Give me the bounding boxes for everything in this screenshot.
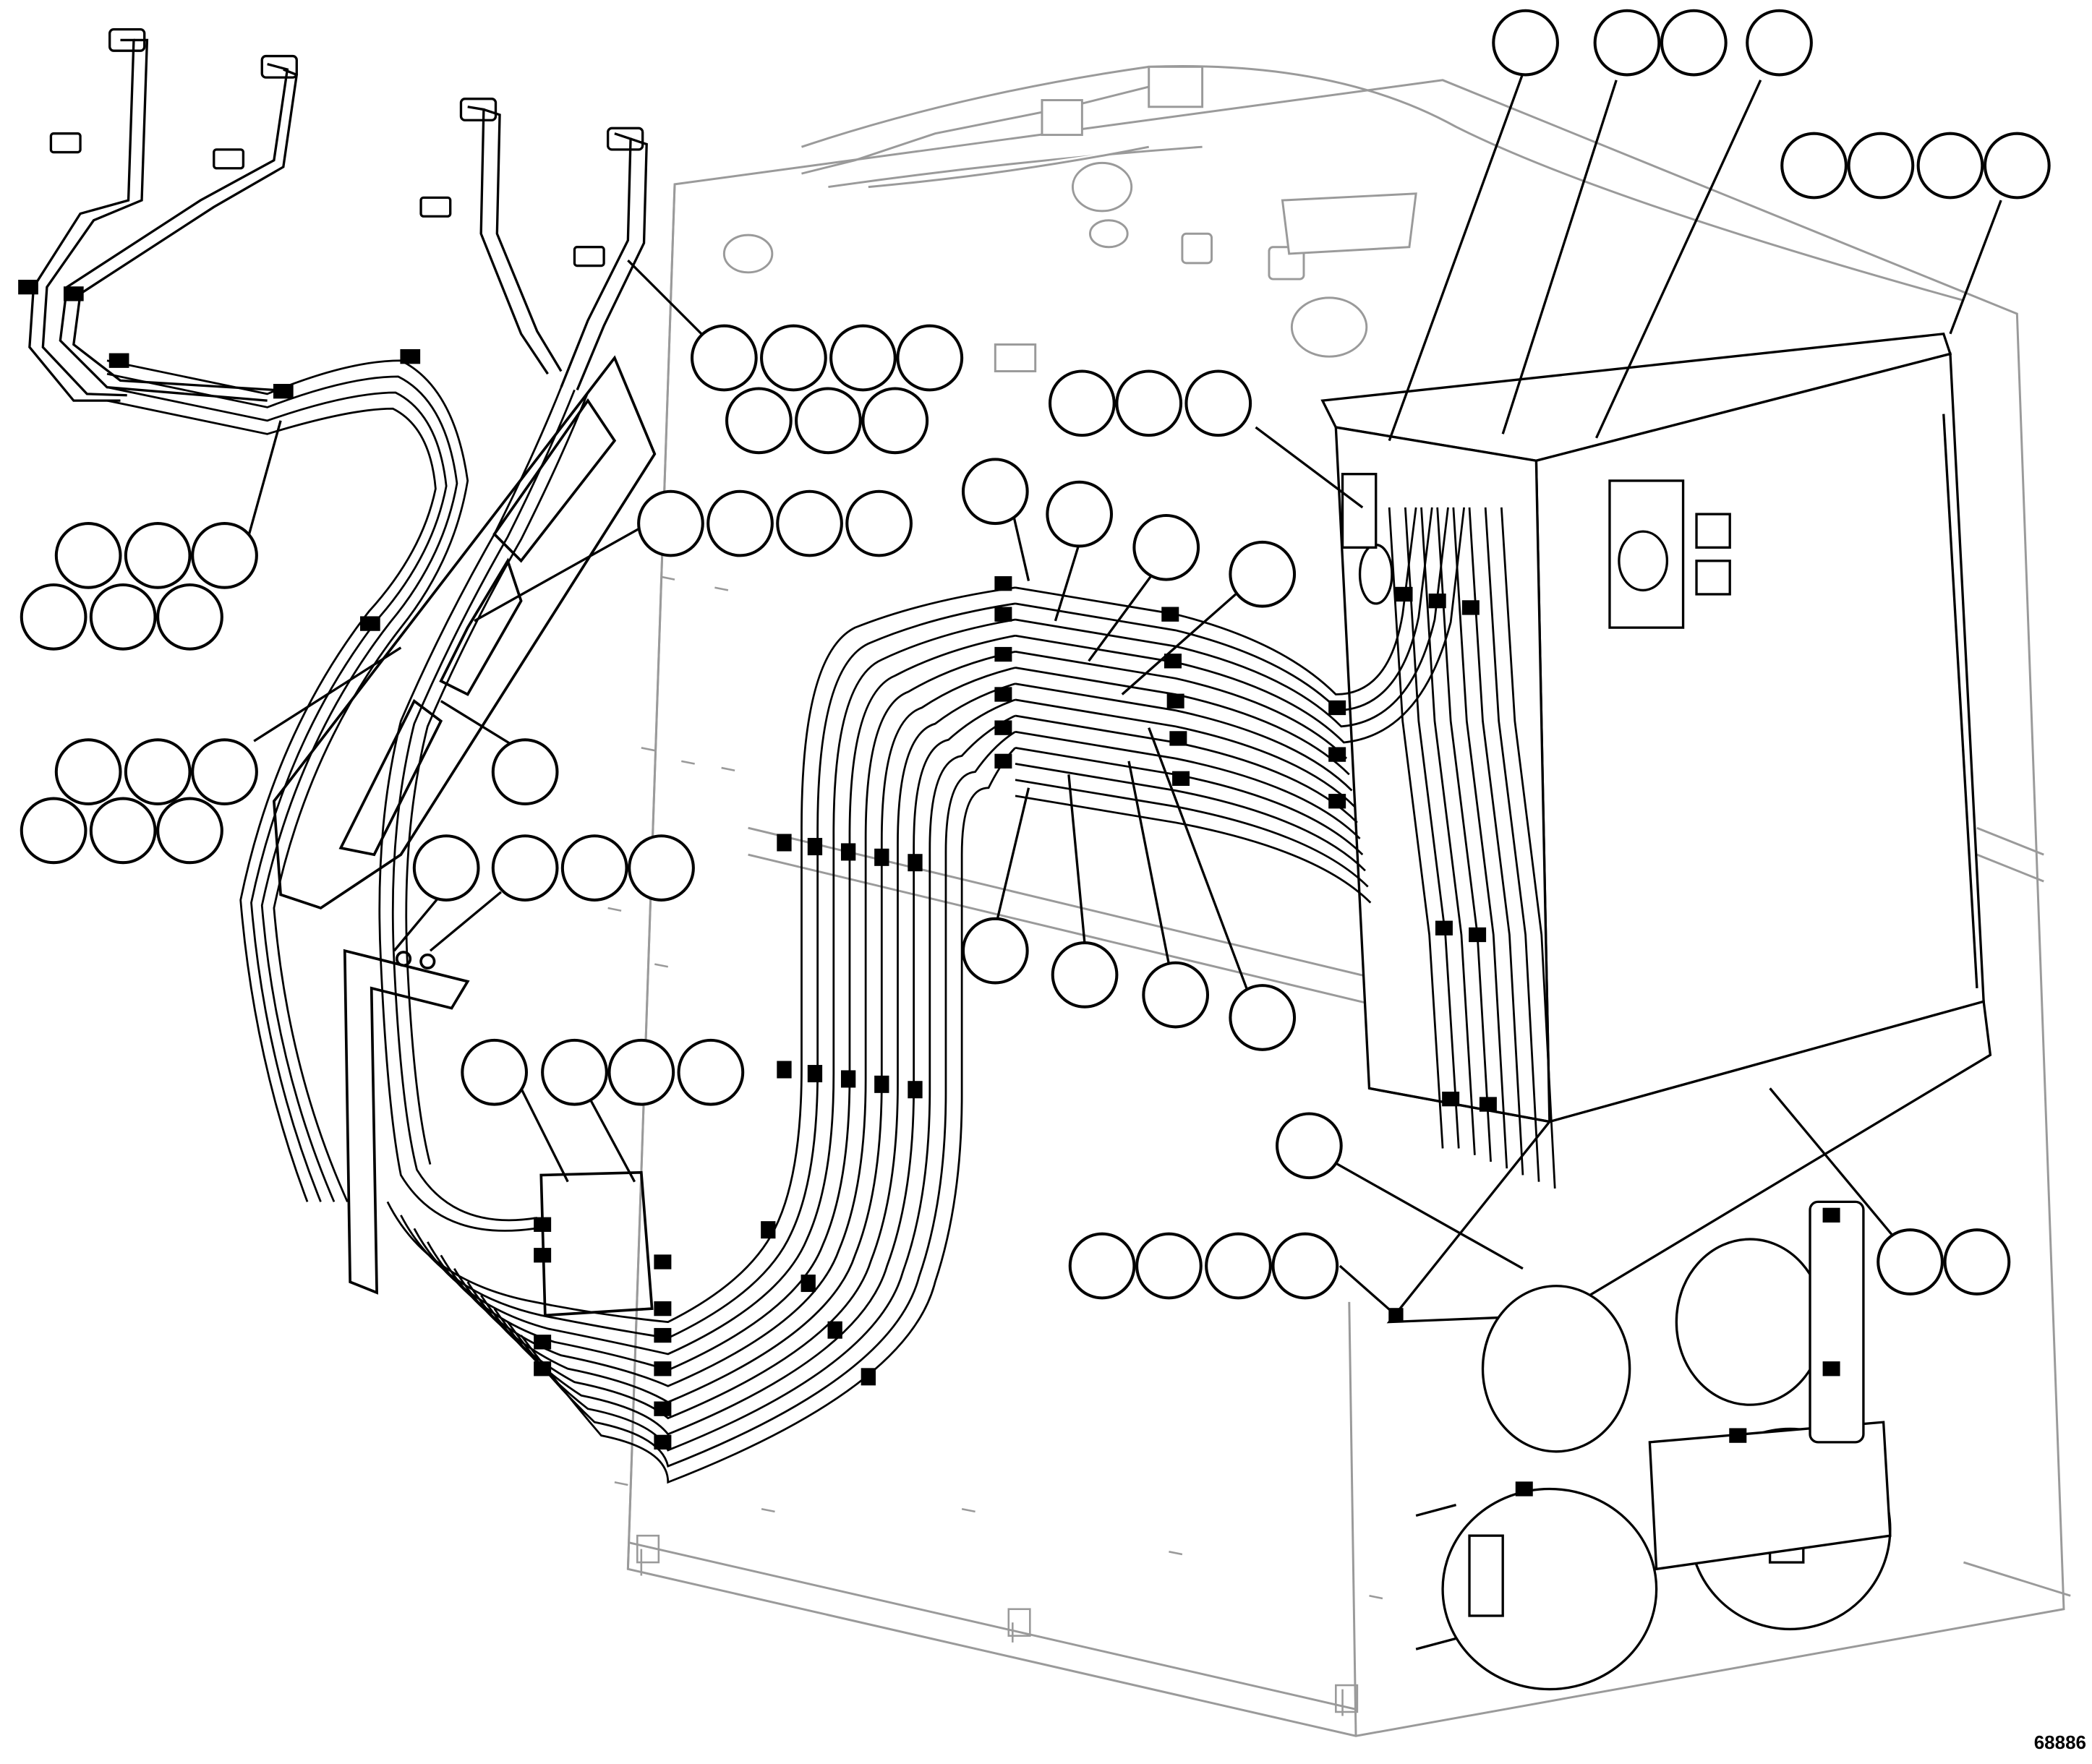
callout-bubble bbox=[776, 489, 843, 557]
callout-bubble bbox=[961, 458, 1029, 526]
callout-bubble bbox=[1276, 1112, 1343, 1180]
callout-bubble bbox=[1593, 9, 1661, 77]
top-fittings bbox=[722, 65, 1417, 372]
callout-bubble bbox=[89, 797, 157, 865]
callout-bubble bbox=[54, 522, 122, 589]
hose-bundles bbox=[106, 359, 1556, 1484]
callout-bubble bbox=[1142, 961, 1210, 1029]
callout-bubble bbox=[690, 324, 758, 392]
callout-bubble bbox=[89, 583, 157, 651]
lower-covers bbox=[1415, 1200, 1892, 1691]
callout-bubble bbox=[896, 324, 964, 392]
callout-bubble bbox=[845, 489, 913, 557]
callout-bubble bbox=[1229, 540, 1297, 608]
callout-bubble bbox=[1943, 1228, 2011, 1296]
callout-bubble bbox=[1135, 1232, 1203, 1300]
callout-bubble bbox=[156, 583, 223, 651]
callout-bubble bbox=[461, 1038, 529, 1106]
callout-bubble bbox=[1847, 132, 1915, 200]
callout-bubble bbox=[1051, 941, 1119, 1009]
callout-bubble bbox=[961, 917, 1029, 985]
hose-clamps bbox=[18, 279, 1840, 1497]
callout-bubble bbox=[1049, 369, 1116, 437]
callout-bubble bbox=[1746, 9, 1813, 77]
callout-bubble bbox=[20, 797, 87, 865]
callout-bubble bbox=[1068, 1232, 1136, 1300]
callout-bubble bbox=[1046, 480, 1114, 548]
callout-bubble bbox=[677, 1038, 745, 1106]
callout-bubble bbox=[725, 387, 793, 455]
callout-bubble bbox=[607, 1038, 675, 1106]
callout-bubble bbox=[628, 834, 695, 902]
callout-bubble bbox=[1877, 1228, 1944, 1296]
callout-bubbles bbox=[20, 9, 2051, 1300]
callout-bubble bbox=[637, 489, 704, 557]
hose-ends bbox=[28, 27, 648, 402]
callout-bubble bbox=[1780, 132, 1848, 200]
callout-bubble bbox=[1660, 9, 1728, 77]
electrical-box bbox=[1320, 332, 1992, 1324]
callout-bubble bbox=[54, 738, 122, 805]
callout-bubble bbox=[1229, 984, 1297, 1051]
callout-bubble bbox=[20, 583, 87, 651]
callout-bubble bbox=[829, 324, 897, 392]
callout-bubble bbox=[1271, 1232, 1339, 1300]
callout-bubble bbox=[1492, 9, 1559, 77]
callout-bubble bbox=[795, 387, 862, 455]
callout-bubble bbox=[1983, 132, 2051, 200]
callout-bubble bbox=[191, 738, 258, 805]
callout-bubble bbox=[491, 834, 559, 902]
callout-bubble bbox=[706, 489, 774, 557]
callout-bubble bbox=[124, 522, 192, 589]
figure-number: 68886 bbox=[2033, 1731, 2086, 1753]
callout-bubble bbox=[1184, 369, 1252, 437]
callout-bubble bbox=[541, 1038, 608, 1106]
callout-bubble bbox=[861, 387, 929, 455]
callout-bubble bbox=[491, 738, 559, 805]
callout-bubble bbox=[156, 797, 223, 865]
callout-bubble bbox=[412, 834, 480, 902]
panel-screws bbox=[607, 575, 1383, 1716]
mounting-bracket bbox=[272, 355, 657, 1317]
callout-bubble bbox=[1132, 513, 1200, 581]
callout-bubble bbox=[760, 324, 827, 392]
callout-bubble bbox=[1916, 132, 1984, 200]
callout-bubble bbox=[560, 834, 628, 902]
callout-bubble bbox=[1115, 369, 1183, 437]
callout-bubble bbox=[191, 522, 258, 589]
callout-bubble bbox=[1205, 1232, 1272, 1300]
callout-bubble bbox=[124, 738, 192, 805]
leader-lines bbox=[246, 73, 2002, 1316]
